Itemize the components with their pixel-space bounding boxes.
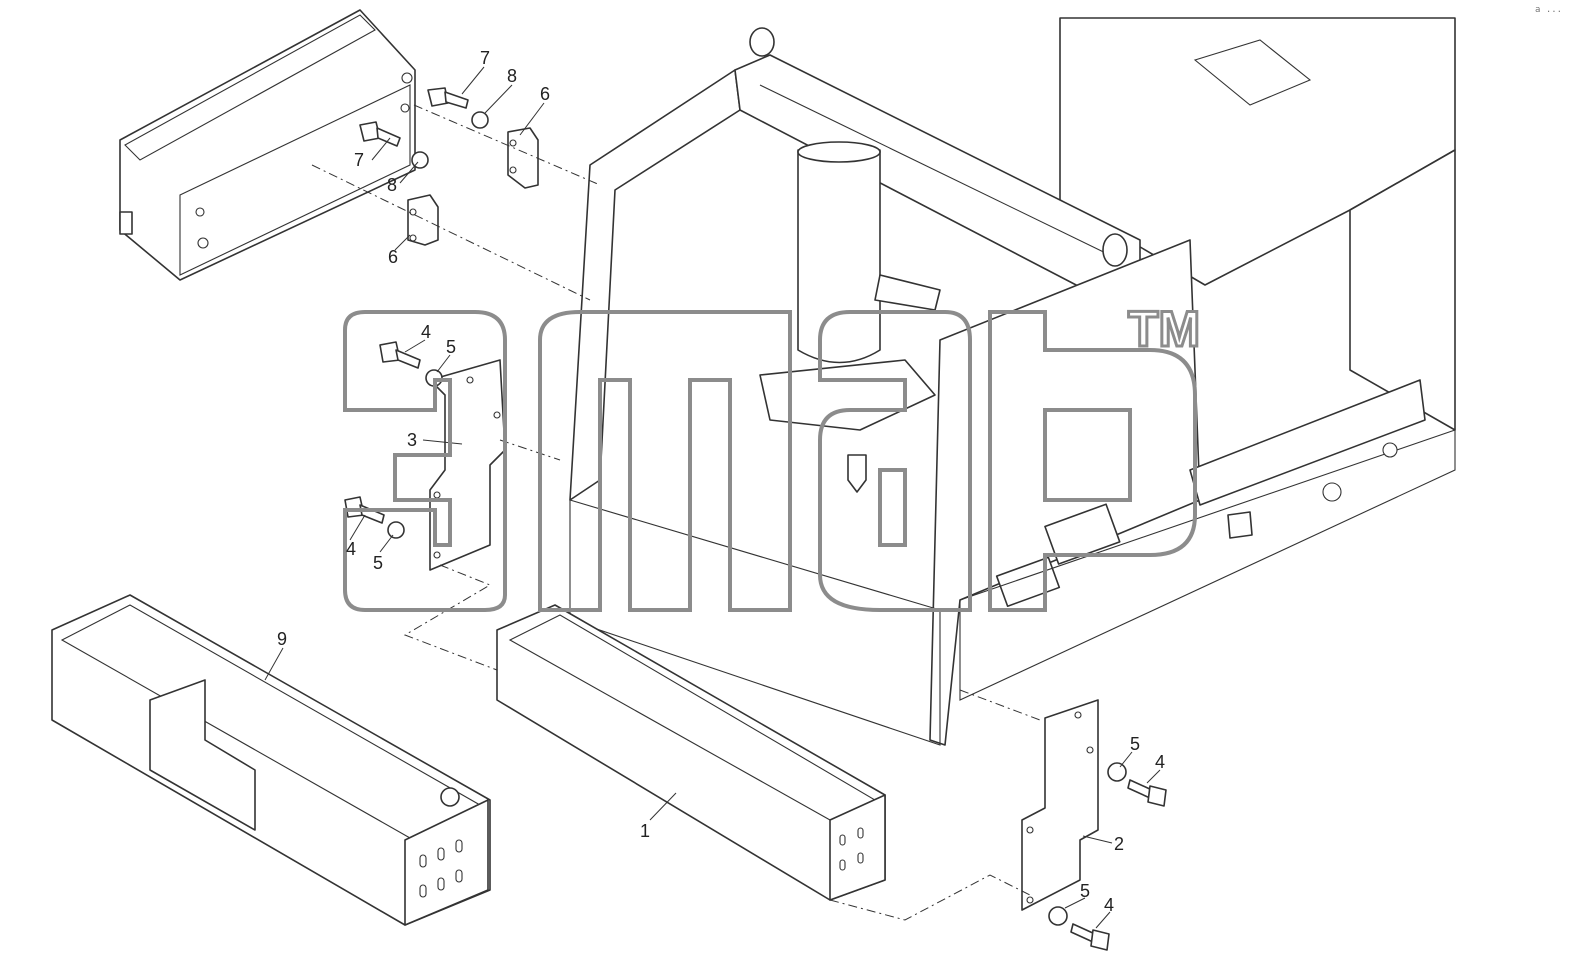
- callout-5-lower-left: 5: [373, 553, 383, 573]
- counterweight-9-notch: [149, 679, 256, 831]
- callout-4-lower-right: 4: [1104, 895, 1114, 915]
- hinge-bracket-lower: [407, 194, 439, 246]
- washer-5-lower-left: [387, 521, 405, 539]
- column-top: [797, 141, 881, 163]
- left-upright: [569, 69, 741, 501]
- watermark-trademark: TM: [1128, 301, 1200, 357]
- washer-8-upper: [471, 111, 489, 129]
- hinge-bracket-upper: [507, 127, 539, 189]
- deck-hatch: [1193, 39, 1312, 106]
- callout-3: 3: [407, 430, 417, 450]
- plate-2-hole-1: [1074, 711, 1082, 719]
- callout-7-upper: 7: [480, 48, 490, 68]
- callout-1: 1: [640, 821, 650, 841]
- bolt-7-upper: [427, 87, 469, 109]
- bolt-7-lower: [359, 121, 401, 147]
- frame-lower-rail: [959, 429, 1456, 701]
- callout-9: 9: [277, 629, 287, 649]
- callout-6-upper: 6: [540, 84, 550, 104]
- callout-4-upper-left: 4: [421, 322, 431, 342]
- mount-plate-3: [429, 359, 506, 571]
- callout-4-upper-right: 4: [1155, 752, 1165, 772]
- callout-5-lower-right: 5: [1080, 881, 1090, 901]
- corner-mark: a ...: [1535, 5, 1562, 15]
- grease-fitting: [847, 454, 867, 493]
- mount-plate-2: [1021, 699, 1099, 911]
- housing-tab: [119, 211, 133, 235]
- bracket-small: [1227, 511, 1253, 539]
- bolt-4-lower-right: [1070, 923, 1110, 951]
- callout-8-lower: 8: [387, 175, 397, 195]
- vertical-column: [797, 149, 881, 364]
- counterweight-1-endplate: [829, 794, 886, 901]
- callout-2: 2: [1114, 834, 1124, 854]
- housing-hole-3: [197, 237, 209, 249]
- plate-2-hole-3: [1026, 826, 1034, 834]
- upper-housing: [119, 9, 416, 281]
- housing-hole-4: [195, 207, 205, 217]
- callout-leaders: [264, 66, 1161, 929]
- plate-3-hole-1: [466, 376, 474, 384]
- plate-2-hole-2: [1086, 746, 1094, 754]
- watermark-letter-2: [538, 310, 793, 612]
- callout-numbers: 7 8 6 7 8 6 4 5 3 4 5 9 1 5 4 2 5 4: [277, 48, 1165, 915]
- column-base-plate: [759, 359, 936, 431]
- housing-body: [119, 9, 416, 281]
- bolt-4-upper-left: [379, 341, 421, 369]
- main-frame: [569, 17, 1456, 746]
- plate-3-hole-3: [433, 491, 441, 499]
- lift-eye-right: [1102, 233, 1128, 267]
- plate-3-hole-4: [433, 551, 441, 559]
- frame-boss: [1322, 482, 1342, 502]
- inner-bracket: [874, 274, 941, 311]
- counterweight-9-body: [51, 594, 491, 926]
- plate-3-hole-2: [493, 411, 501, 419]
- watermark-letter-1: [343, 310, 507, 612]
- callout-4-lower-left: 4: [346, 539, 356, 559]
- watermark-letter-3: [818, 310, 972, 612]
- callout-5-upper-left: 5: [446, 337, 456, 357]
- washer-5-lower-right: [1048, 906, 1068, 926]
- frame-slot-upper: [1044, 503, 1121, 565]
- watermark-letter-4: [988, 310, 1197, 612]
- housing-front-face: [179, 84, 411, 276]
- callout-6-lower: 6: [388, 247, 398, 267]
- housing-hole-1: [401, 72, 413, 84]
- frame-boss-2: [1382, 442, 1398, 458]
- bolt-4-upper-right: [1127, 779, 1167, 807]
- lift-eye-left: [749, 27, 775, 57]
- frame-floor: [569, 499, 941, 746]
- plate-2-hole-4: [1026, 896, 1034, 904]
- housing-top-edge: [124, 14, 376, 161]
- housing-hole-2: [400, 103, 410, 113]
- counterweight-9: [51, 594, 491, 926]
- callout-5-upper-right: 5: [1130, 734, 1140, 754]
- callout-7-lower: 7: [354, 150, 364, 170]
- washer-5-upper-right: [1107, 762, 1127, 782]
- counterweight-1: [496, 604, 886, 901]
- counterweight-1-body: [496, 604, 886, 901]
- watermark: TM: [343, 300, 1202, 612]
- callout-8-upper: 8: [507, 66, 517, 86]
